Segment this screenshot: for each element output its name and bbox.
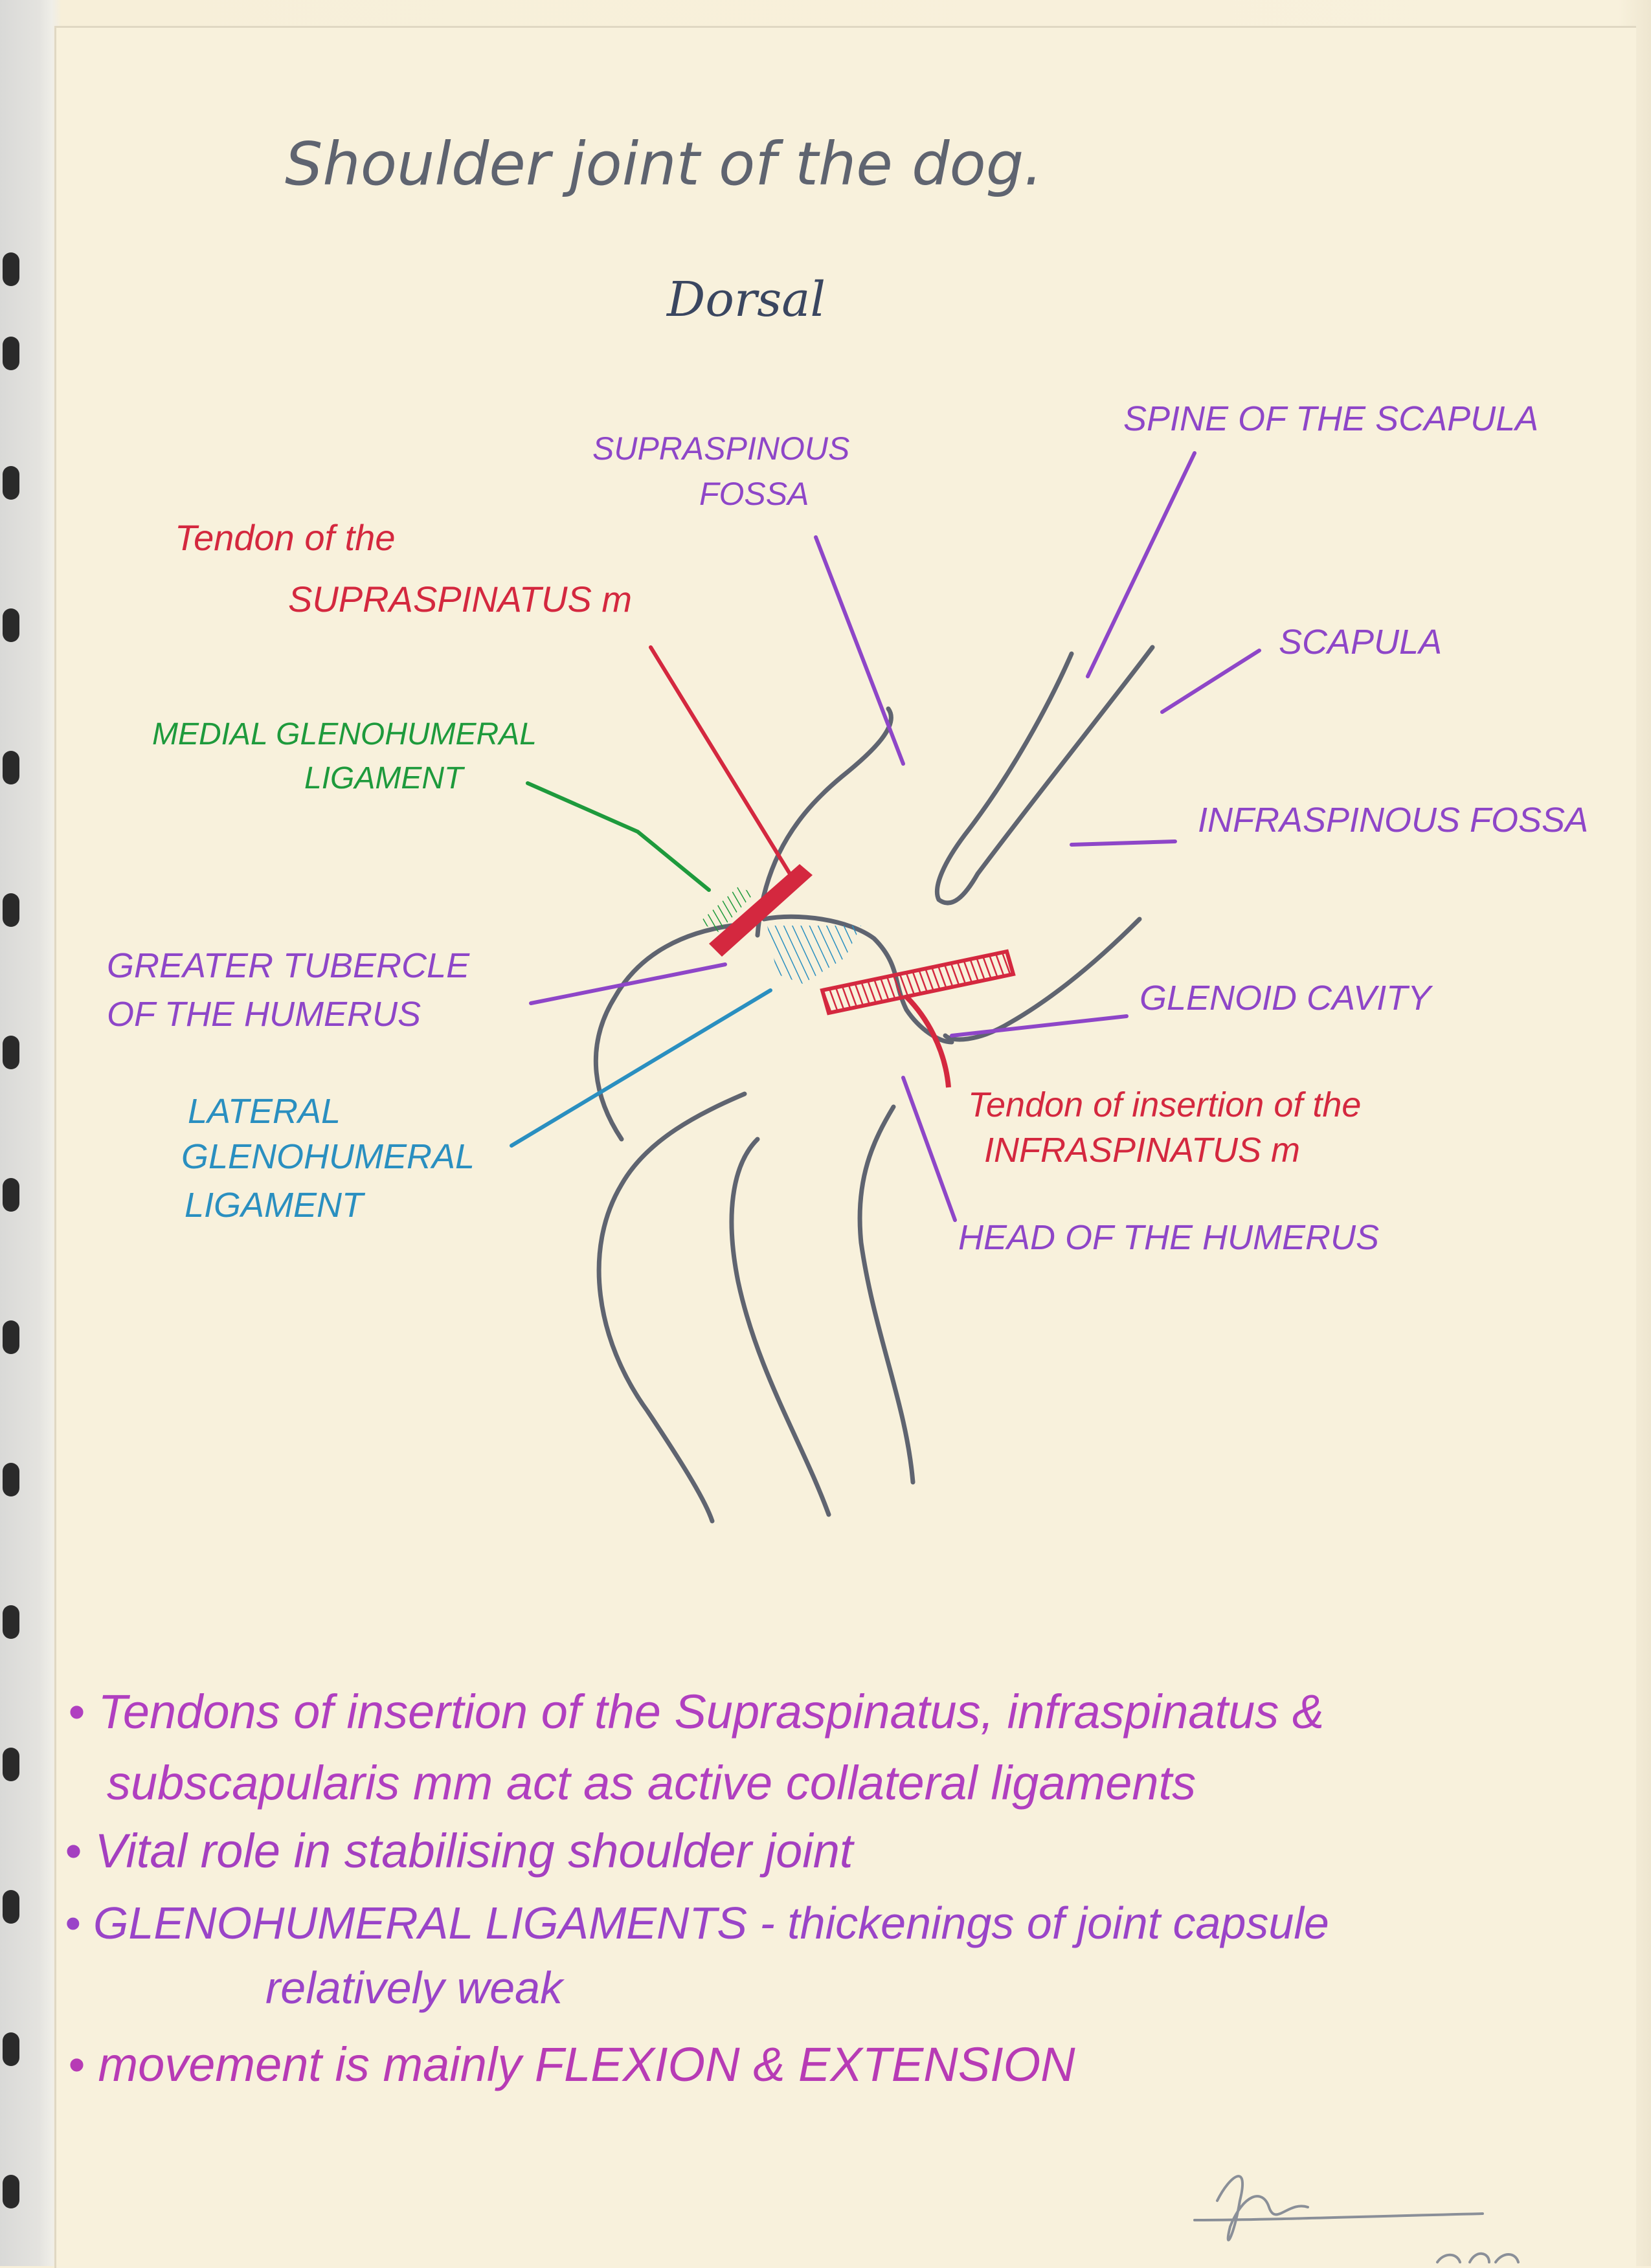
page-subtitle: Dorsal: [666, 272, 826, 328]
binder-hole: [3, 1463, 19, 1496]
leader-scapula: [1160, 649, 1261, 714]
leader-tendon-supraspinatus: [649, 645, 792, 876]
label-lateral-glenohumeral: LATERAL GLENOHUMERAL LIGAMENT: [181, 1092, 484, 1225]
glenoid-outline: [761, 914, 954, 1045]
label-supraspinous-fossa: SUPRASPINOUS FOSSA: [592, 430, 859, 512]
binder-hole: [3, 2175, 19, 2208]
binder-hole: [3, 1890, 19, 1924]
binder-hole: [3, 1178, 19, 1212]
supraspinatus-tendon-bar: [709, 864, 813, 957]
label-glenoid-cavity: GLENOID CAVITY: [1140, 979, 1433, 1017]
binder-hole: [3, 751, 19, 784]
binder-hole: [3, 252, 19, 286]
lateral-glenohumeral-hatch: [767, 926, 861, 984]
humerus-shaft-right: [857, 1104, 915, 1485]
scapula-spine-outline: [934, 645, 1155, 906]
leader-glenoid-cavity: [950, 1014, 1129, 1038]
bone-outlines: [593, 645, 1155, 1524]
label-greater-tubercle: GREATER TUBERCLE OF THE HUMERUS: [107, 946, 479, 1034]
binder-hole: [3, 2032, 19, 2066]
binder-hole: [3, 1748, 19, 1781]
leader-lateral-glenohumeral: [510, 988, 772, 1148]
note-item: • GLENOHUMERAL LIGAMENTS - thickenings o…: [65, 1898, 1342, 2013]
note-item: • Vital role in stabilising shoulder joi…: [65, 1824, 855, 1878]
label-infraspinous-fossa: INFRASPINOUS FOSSA: [1198, 801, 1588, 839]
leader-spine-of-scapula: [1086, 451, 1196, 678]
scapula-outline: [755, 706, 893, 938]
note-item: • movement is mainly FLEXION & EXTENSION: [68, 2038, 1075, 2091]
paper-sheet: [54, 26, 1636, 2268]
binder-hole: [3, 337, 19, 370]
label-spine-of-scapula: SPINE OF THE SCAPULA: [1123, 399, 1538, 438]
medial-glenohumeral-hatch: [699, 887, 754, 932]
label-tendon-supraspinatus: Tendon of the SUPRASPINATUS m: [175, 517, 632, 619]
leader-head-of-humerus: [901, 1076, 957, 1222]
humerus-shaft-middle: [729, 1137, 831, 1517]
leader-supraspinous-fossa: [814, 535, 905, 766]
humerus-shaft-left: [596, 1091, 747, 1524]
scapula-caudal-outline: [943, 917, 1142, 1042]
leader-lines: [510, 451, 1261, 1222]
binder-hole: [3, 893, 19, 927]
label-scapula: SCAPULA: [1279, 623, 1442, 662]
binder-hole: [3, 1036, 19, 1069]
binder-hole: [3, 608, 19, 642]
label-head-of-humerus: HEAD OF THE HUMERUS: [958, 1218, 1379, 1257]
notes: • Tendons of insertion of the Supraspina…: [65, 1685, 1342, 2091]
binder-hole: [3, 466, 19, 500]
leader-infraspinous-fossa: [1070, 839, 1177, 847]
binder-hole: [3, 1320, 19, 1354]
infraspinatus-tendon-stroke: [904, 995, 951, 1088]
binder-holes: [0, 0, 26, 2266]
label-tendon-infraspinatus: Tendon of insertion of the INFRASPINATUS…: [968, 1085, 1371, 1170]
leader-medial-glenohumeral: [526, 781, 711, 892]
label-medial-glenohumeral: MEDIAL GLENOHUMERAL LIGAMENT: [152, 717, 545, 795]
labels: SUPRASPINOUS FOSSA SPINE OF THE SCAPULA …: [107, 399, 1588, 1257]
page-title: Shoulder joint of the dog.: [285, 129, 1042, 199]
note-item: • Tendons of insertion of the Supraspina…: [68, 1685, 1338, 1810]
binder-hole: [3, 1605, 19, 1639]
humerus-head-outline: [593, 923, 734, 1142]
leader-greater-tubercle: [529, 962, 727, 1005]
infraspinatus-tendon-bar: [820, 949, 1016, 1016]
signature: [1193, 2175, 1520, 2263]
